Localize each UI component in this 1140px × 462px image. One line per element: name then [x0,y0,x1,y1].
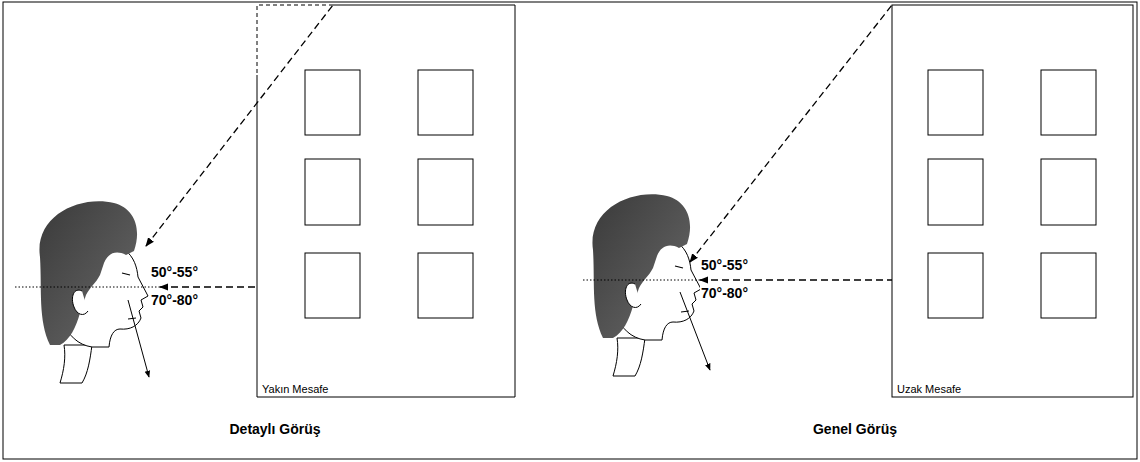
view-arrow [680,292,710,370]
sight-line [700,279,892,280]
windows [305,70,473,318]
angle-label: 50°-55° [150,264,199,280]
panel-title: Detaylı Görüş [229,421,320,437]
angle-label: 70°-80° [150,292,199,308]
head-figure [39,201,148,383]
building-outline [257,5,515,397]
windows [928,70,1096,318]
eye-level-line [583,280,700,281]
sight-line [160,286,257,287]
hidden-outline [257,5,333,75]
distance-label: Uzak Mesafe [897,383,961,395]
outer-frame [3,2,1137,459]
panel-title: Genel Görüş [813,421,897,437]
building-node: Yakın Mesafe [257,5,515,397]
angle-label: 50°-55° [700,257,749,273]
building-node: Uzak Mesafe [892,5,1133,397]
view-arrow [128,300,149,377]
angle-label: 70°-80° [700,285,749,301]
sight-line [690,5,892,262]
sight-line [146,5,333,246]
eye-level-line [15,287,160,288]
building-outline [892,5,1133,397]
distance-label: Yakın Mesafe [262,383,328,395]
head-figure [592,194,701,376]
